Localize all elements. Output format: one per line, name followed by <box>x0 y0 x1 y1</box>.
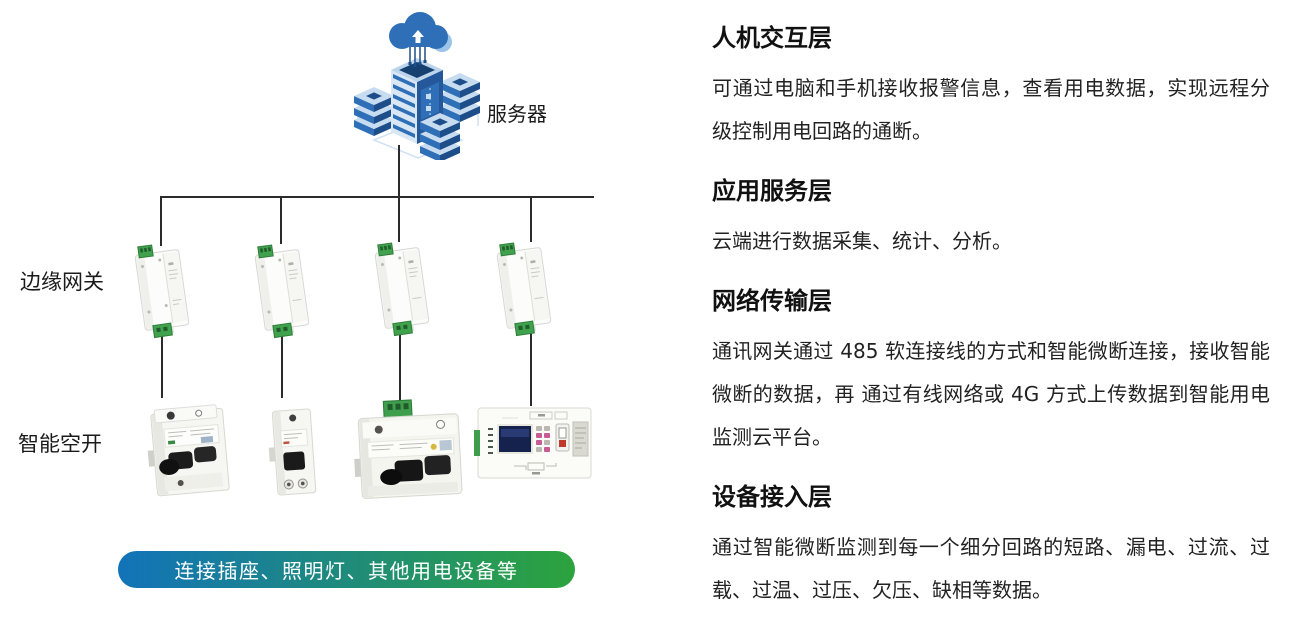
server-label: 服务器 <box>487 102 547 126</box>
section-body-network: 通讯网关通过 485 软连接线的方式和智能微断连接，接收智能微断的数据，再 通过… <box>712 339 1270 449</box>
link-line-3 <box>399 330 401 412</box>
power-monitor-device-icon <box>474 407 592 479</box>
circuit-breaker-2pole-icon <box>147 404 230 497</box>
cloud-icon <box>389 12 452 52</box>
connected-devices-banner: 连接插座、照明灯、其他用电设备等 <box>118 551 575 588</box>
banner-text: 连接插座、照明灯、其他用电设备等 <box>174 559 519 583</box>
circuit-breaker-large-icon <box>354 399 463 499</box>
section-heading-device-access: 设备接入层 <box>712 483 832 511</box>
bus-line <box>160 196 594 198</box>
gateway-label: 边缘网关 <box>20 270 104 294</box>
gateway-icon <box>254 244 310 339</box>
drop-line-3 <box>398 198 400 242</box>
gateway-icon <box>134 244 190 339</box>
link-line-1 <box>161 332 163 398</box>
section-body-device-access: 通过智能微断监测到每一个细分回路的短路、漏电、过流、过载、过温、过压、欠压、缺相… <box>712 535 1270 602</box>
server-drop-line <box>398 145 400 198</box>
gateway-icon <box>496 242 552 337</box>
section-body-application: 云端进行数据采集、统计、分析。 <box>712 229 1012 253</box>
drop-line-1 <box>160 196 162 246</box>
drop-line-2 <box>280 196 282 244</box>
gateway-icon <box>374 242 430 337</box>
link-line-2 <box>281 336 283 398</box>
section-heading-application: 应用服务层 <box>712 177 832 205</box>
drop-line-4 <box>530 196 532 242</box>
breaker-label: 智能空开 <box>18 432 102 456</box>
circuit-breaker-1pole-icon <box>268 408 317 496</box>
section-body-human-machine: 可通过电脑和手机接收报警信息，查看用电数据，实现远程分级控制用电回路的通断。 <box>712 76 1270 143</box>
layer-descriptions: 人机交互层 可通过电脑和手机接收报警信息，查看用电数据，实现远程分级控制用电回路… <box>712 22 1270 632</box>
section-heading-human-machine: 人机交互层 <box>712 24 832 52</box>
section-heading-network: 网络传输层 <box>712 287 832 315</box>
cloud-server-icon <box>354 12 480 160</box>
link-line-4 <box>530 330 532 406</box>
